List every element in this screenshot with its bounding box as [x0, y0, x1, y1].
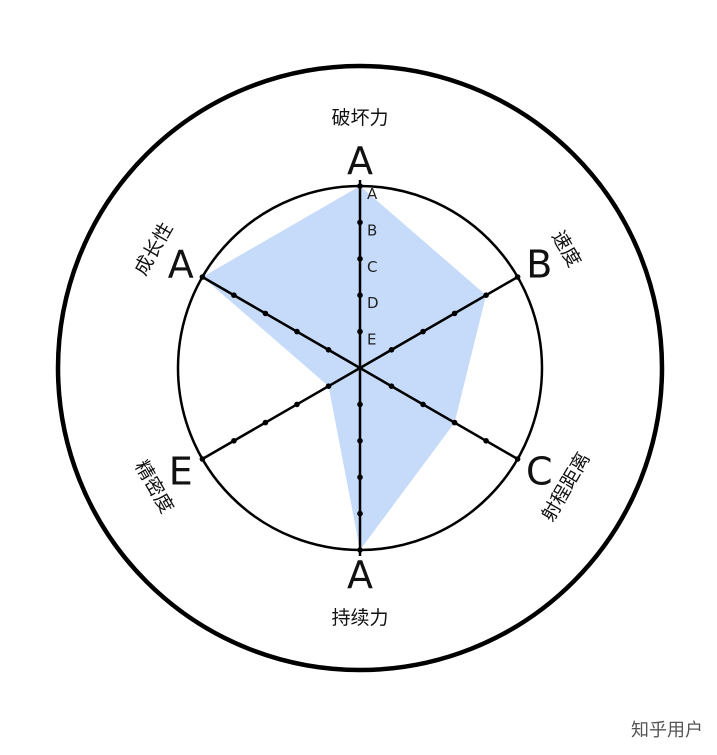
axis-name-label: 破坏力 — [331, 107, 388, 129]
tick-dot — [262, 419, 269, 426]
axis-grade-letter: C — [526, 450, 553, 494]
axis-grade-letter: A — [347, 139, 373, 183]
axis-grade-letter: E — [169, 450, 193, 494]
tick-dot — [451, 310, 458, 317]
tick-dot — [357, 292, 363, 299]
axis-name-label: 持续力 — [331, 607, 388, 629]
axis-grade-letter: A — [347, 553, 373, 597]
tick-dot — [357, 474, 363, 481]
scale-tick-label: D — [367, 294, 379, 312]
axis-grade-letter: B — [526, 243, 552, 287]
scale-tick-label: A — [367, 185, 378, 203]
tick-dot — [420, 401, 426, 408]
tick-dot — [483, 438, 489, 444]
tick-dot — [357, 328, 363, 335]
value-polygon — [202, 186, 487, 550]
axis-line — [359, 275, 519, 370]
axis-line — [201, 275, 361, 370]
tick-dot — [199, 456, 206, 462]
tick-dot — [514, 456, 521, 462]
tick-dot — [325, 383, 332, 390]
scale-tick-label: E — [367, 331, 376, 349]
axis-line — [359, 366, 519, 461]
axis-line — [201, 366, 361, 461]
tick-dot — [294, 401, 300, 408]
tick-dot — [514, 274, 521, 280]
watermark: 知乎用户 — [631, 720, 703, 741]
tick-dot — [231, 292, 237, 299]
outer-ring — [55, 63, 665, 673]
tick-dot — [451, 419, 458, 426]
tick-dot — [357, 547, 363, 553]
tick-dot — [388, 383, 395, 390]
scale-tick-label: B — [367, 221, 377, 239]
tick-dot — [262, 310, 269, 317]
tick-dot — [420, 328, 426, 335]
axis-name-label: 速度 — [547, 227, 585, 271]
tick-dot — [483, 292, 489, 299]
tick-dot — [357, 183, 363, 189]
tick-dot — [357, 401, 363, 408]
tick-dot — [325, 347, 332, 353]
tick-dot — [357, 510, 363, 517]
axis-grade-letter: A — [168, 243, 194, 287]
tick-dot — [388, 347, 395, 353]
tick-dot — [199, 274, 206, 280]
scale-tick-label: C — [367, 258, 377, 276]
tick-dot — [231, 438, 237, 444]
tick-dot — [357, 255, 363, 262]
tick-dot — [357, 219, 363, 226]
tick-dot — [294, 328, 300, 335]
tick-dot — [357, 438, 363, 444]
